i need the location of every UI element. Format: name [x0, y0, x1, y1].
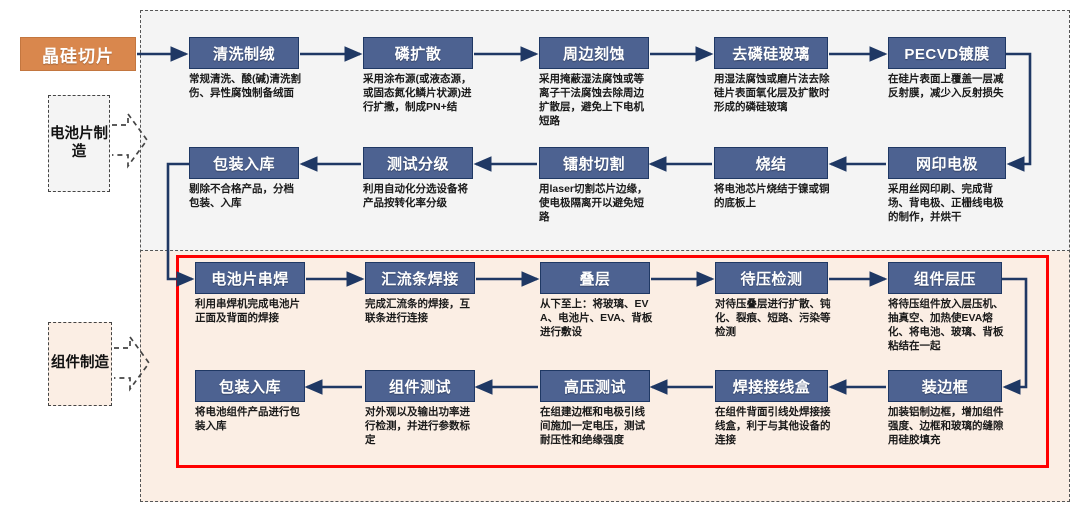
- node-cell-r2-1[interactable]: 测试分级 利用自动化分选设备将产品按转化率分级: [363, 147, 473, 211]
- node-desc: 对外观以及输出功率进行检测，并进行参数标定: [365, 406, 470, 446]
- outer-dashed-border: [140, 10, 1070, 502]
- node-title: 包装入库: [189, 147, 299, 179]
- node-title: 镭射切割: [539, 147, 649, 179]
- start-node-label: 晶硅切片: [42, 46, 114, 66]
- node-desc: 剔除不合格产品，分档包装、入库: [189, 183, 294, 209]
- node-cell-r1-2[interactable]: 周边刻蚀 采用掩蔽湿法腐蚀或等离子干法腐蚀去除周边扩散层，避免上下电机短路: [539, 37, 649, 128]
- node-module-r1-0[interactable]: 电池片串焊 利用串焊机完成电池片正面及背面的焊接: [195, 262, 305, 326]
- node-desc: 加装铝制边框，增加组件强度、边框和玻璃的缝隙用硅胶填充: [888, 406, 1004, 446]
- node-cell-r1-4[interactable]: PECVD镀膜 在硅片表面上覆盖一层减反射膜，减少入反射损失: [888, 37, 1006, 101]
- node-title: 汇流条焊接: [365, 262, 475, 294]
- node-cell-r2-2[interactable]: 镭射切割 用laser切割芯片边缘，使电极隔离开以避免短路: [539, 147, 649, 225]
- node-module-r1-2[interactable]: 叠层 从下至上：将玻璃、EVA、电池片、EVA、背板进行敷设: [540, 262, 652, 340]
- node-module-r2-3[interactable]: 焊接接线盒 在组件背面引线处焊接接线盒，利于与其他设备的连接: [715, 370, 831, 448]
- node-desc: 用laser切割芯片边缘，使电极隔离开以避免短路: [539, 183, 648, 223]
- node-desc: 将电池芯片烧结于镍或铜的底板上: [714, 183, 830, 209]
- node-module-r2-0[interactable]: 包装入库 将电池组件产品进行包装入库: [195, 370, 305, 434]
- node-desc: 在组建边框和电极引线间施加一定电压，测试耐压性和绝缘强度: [540, 406, 645, 446]
- node-module-r1-4[interactable]: 组件层压 将待压组件放入层压机、抽真空、加热使EVA熔化、将电池、玻璃、背板粘结…: [888, 262, 1004, 353]
- node-title: 磷扩散: [363, 37, 473, 69]
- node-desc: 利用自动化分选设备将产品按转化率分级: [363, 183, 468, 209]
- stage-label-module-manufacturing: 组件制造: [48, 322, 112, 406]
- node-title: 烧结: [714, 147, 828, 179]
- node-desc: 常规清洗、酸(碱)清洗割伤、异性腐蚀制备绒面: [189, 73, 301, 99]
- node-title: 组件层压: [888, 262, 1002, 294]
- node-desc: 将电池组件产品进行包装入库: [195, 406, 300, 432]
- start-node-silicon-wafer[interactable]: 晶硅切片: [20, 37, 136, 71]
- node-title: 清洗制绒: [189, 37, 299, 69]
- node-cell-r1-0[interactable]: 清洗制绒 常规清洗、酸(碱)清洗割伤、异性腐蚀制备绒面: [189, 37, 301, 101]
- node-title: 包装入库: [195, 370, 305, 402]
- node-desc: 从下至上：将玻璃、EVA、电池片、EVA、背板进行敷设: [540, 298, 653, 338]
- node-cell-r2-3[interactable]: 烧结 将电池芯片烧结于镍或铜的底板上: [714, 147, 830, 211]
- node-title: 装边框: [888, 370, 1002, 402]
- node-desc: 对待压叠层进行扩散、钝化、裂痕、短路、污染等检测: [715, 298, 831, 338]
- node-cell-r1-1[interactable]: 磷扩散 采用涂布源(或液态源，或固态氮化鳞片状源)进行扩撒，制成PN+结: [363, 37, 473, 115]
- stage-label-cell-text: 电池片制造: [50, 126, 108, 160]
- node-title: PECVD镀膜: [888, 37, 1006, 69]
- node-cell-r1-3[interactable]: 去磷硅玻璃 用湿法腐蚀或磨片法去除硅片表面氧化层及扩散时形成的磷硅玻璃: [714, 37, 830, 115]
- stage-label-module-text: 组件制造: [51, 355, 109, 372]
- node-title: 网印电极: [888, 147, 1006, 179]
- node-cell-r2-0[interactable]: 包装入库 剔除不合格产品，分档包装、入库: [189, 147, 299, 211]
- node-desc: 完成汇流条的焊接，互联条进行连接: [365, 298, 470, 324]
- node-title: 待压检测: [715, 262, 828, 294]
- node-desc: 采用涂布源(或液态源，或固态氮化鳞片状源)进行扩撒，制成PN+结: [363, 73, 472, 113]
- node-title: 测试分级: [363, 147, 473, 179]
- node-desc: 在硅片表面上覆盖一层减反射膜，减少入反射损失: [888, 73, 1004, 99]
- node-title: 组件测试: [365, 370, 475, 402]
- node-desc: 采用掩蔽湿法腐蚀或等离子干法腐蚀去除周边扩散层，避免上下电机短路: [539, 73, 644, 127]
- node-desc: 用湿法腐蚀或磨片法去除硅片表面氧化层及扩散时形成的磷硅玻璃: [714, 73, 830, 113]
- node-desc: 将待压组件放入层压机、抽真空、加热使EVA熔化、将电池、玻璃、背板粘结在一起: [888, 298, 1004, 352]
- node-module-r2-2[interactable]: 高压测试 在组建边框和电极引线间施加一定电压，测试耐压性和绝缘强度: [540, 370, 650, 448]
- node-title: 电池片串焊: [195, 262, 305, 294]
- node-title: 焊接接线盒: [715, 370, 828, 402]
- stage-label-cell-manufacturing: 电池片制造: [48, 95, 110, 192]
- node-desc: 采用丝网印刷、完成背场、背电极、正栅线电极的制作，并烘干: [888, 183, 1004, 223]
- node-module-r2-1[interactable]: 组件测试 对外观以及输出功率进行检测，并进行参数标定: [365, 370, 475, 448]
- node-module-r1-1[interactable]: 汇流条焊接 完成汇流条的焊接，互联条进行连接: [365, 262, 475, 326]
- node-cell-r2-4[interactable]: 网印电极 采用丝网印刷、完成背场、背电极、正栅线电极的制作，并烘干: [888, 147, 1006, 225]
- node-title: 高压测试: [540, 370, 650, 402]
- node-title: 周边刻蚀: [539, 37, 649, 69]
- module-highlight-frame: [176, 255, 1049, 468]
- node-module-r2-4[interactable]: 装边框 加装铝制边框，增加组件强度、边框和玻璃的缝隙用硅胶填充: [888, 370, 1004, 448]
- node-desc: 在组件背面引线处焊接接线盒，利于与其他设备的连接: [715, 406, 831, 446]
- node-title: 叠层: [540, 262, 650, 294]
- node-module-r1-3[interactable]: 待压检测 对待压叠层进行扩散、钝化、裂痕、短路、污染等检测: [715, 262, 831, 340]
- node-title: 去磷硅玻璃: [714, 37, 828, 69]
- node-desc: 利用串焊机完成电池片正面及背面的焊接: [195, 298, 300, 324]
